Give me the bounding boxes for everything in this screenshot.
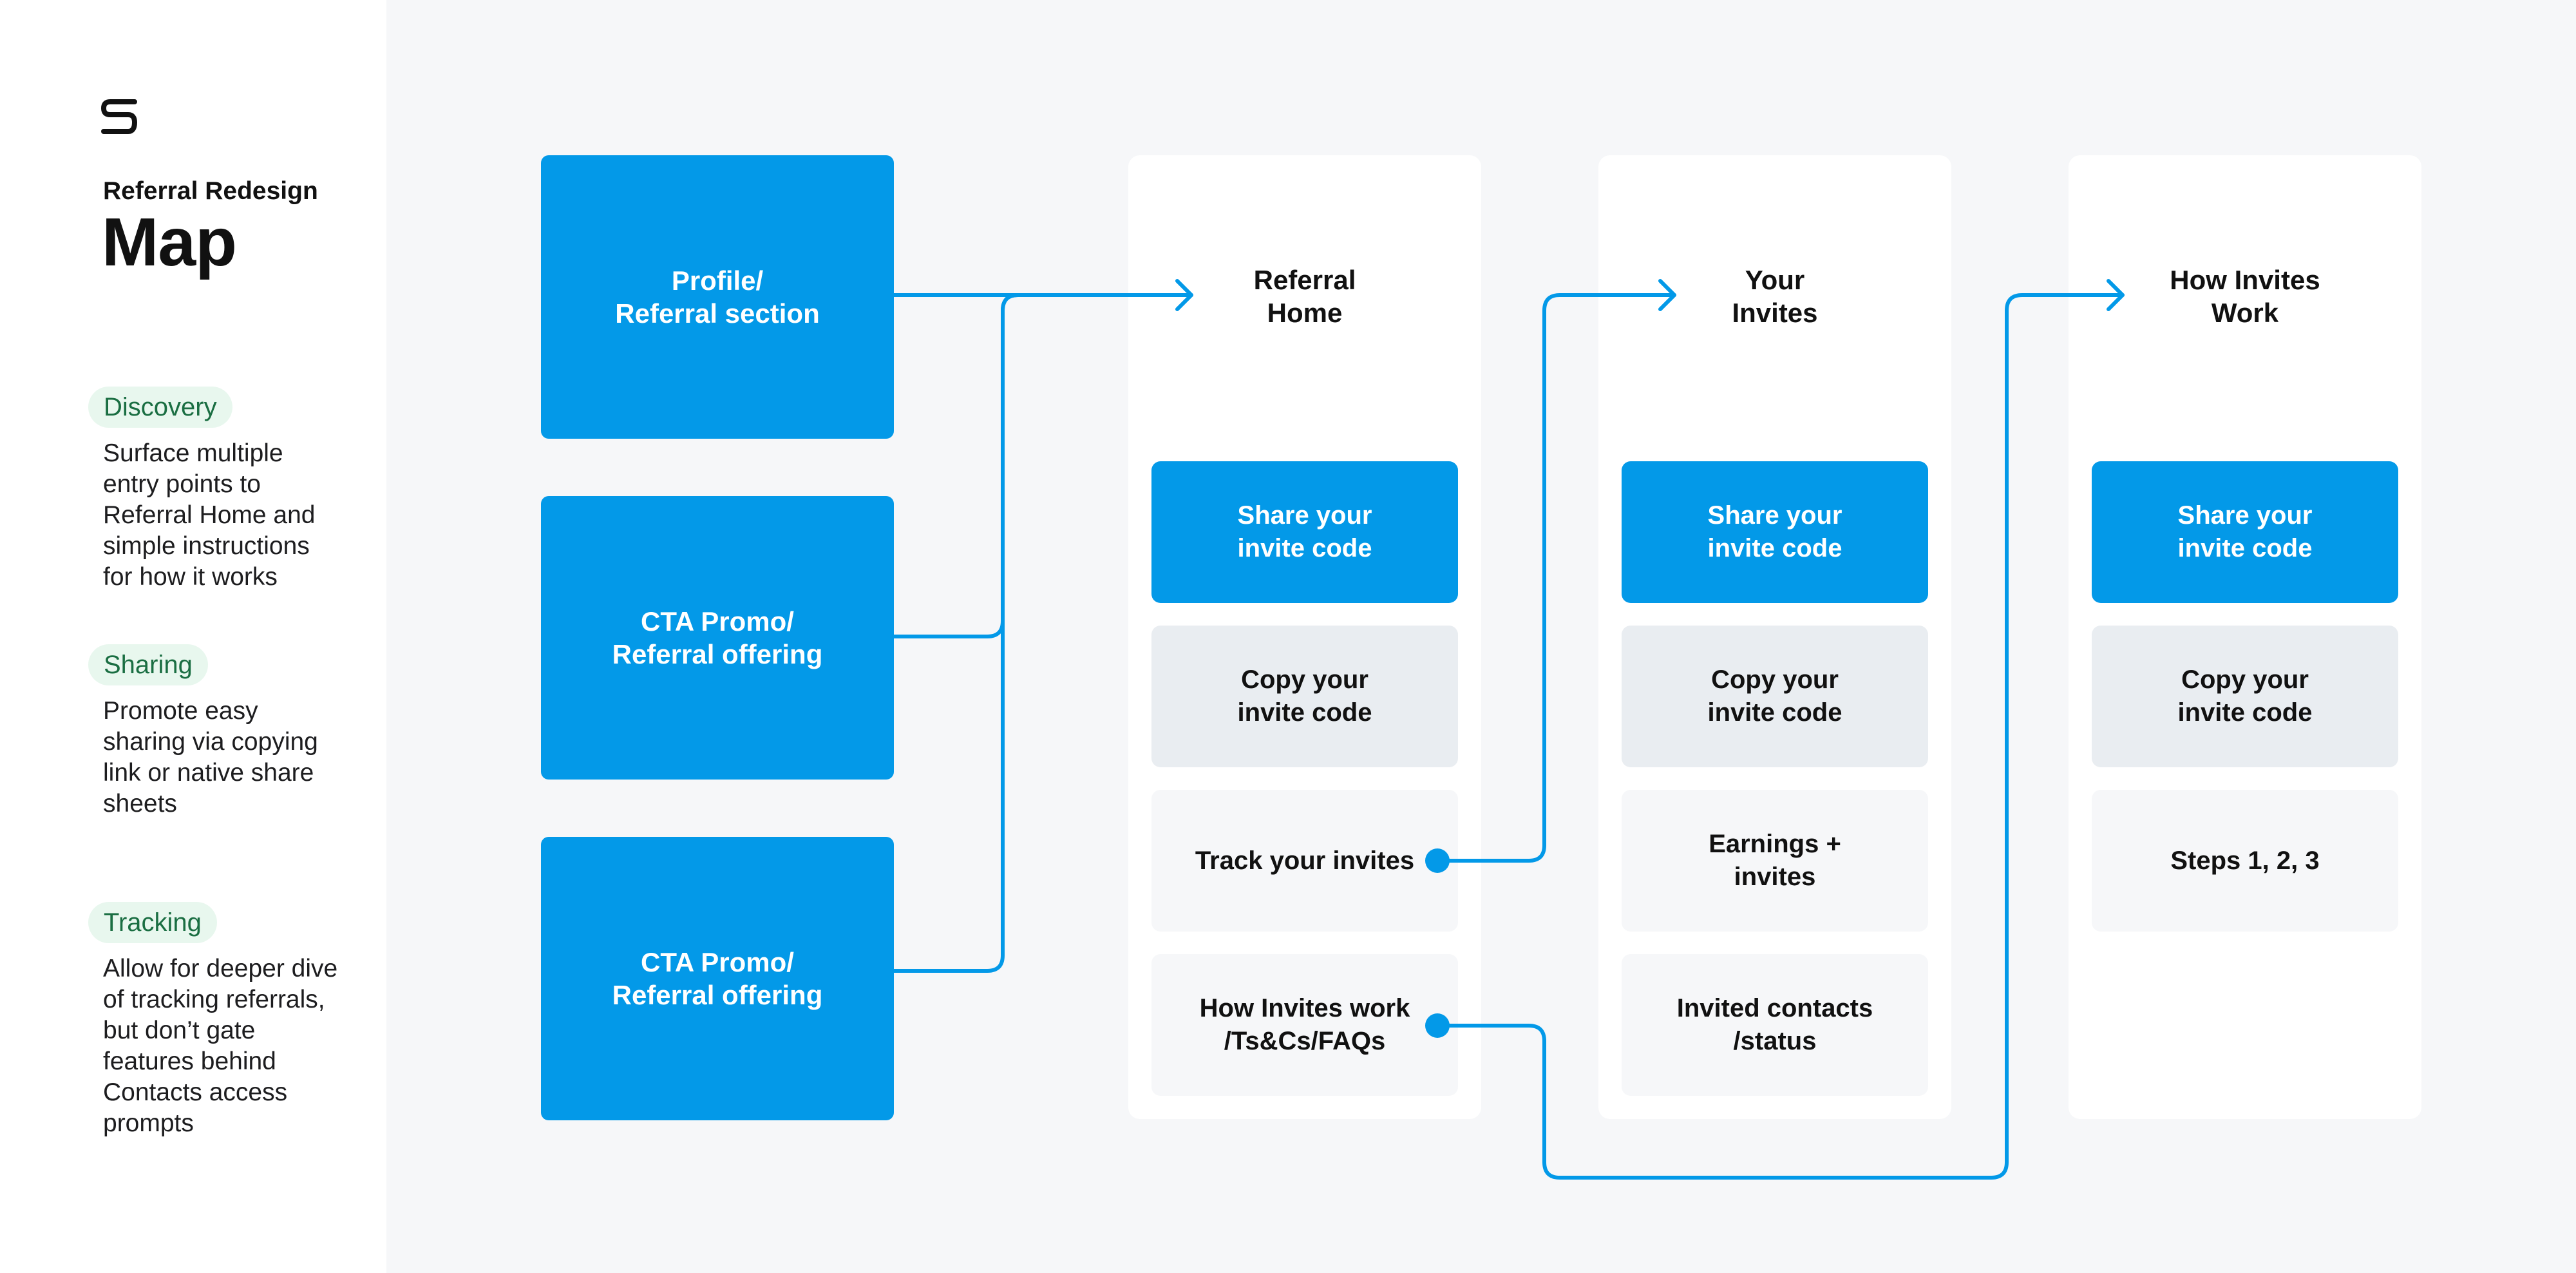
card-invited-contacts-status[interactable]: Invited contacts /status xyxy=(1622,954,1928,1096)
column-how-invites-work: How Invites Work Share your invite code … xyxy=(2069,155,2421,1119)
card-copy-invite-code[interactable]: Copy your invite code xyxy=(1151,626,1458,767)
card-share-invite-code[interactable]: Share your invite code xyxy=(1622,461,1928,603)
card-share-invite-code[interactable]: Share your invite code xyxy=(2092,461,2398,603)
column-title-how-invites-work: How Invites Work xyxy=(2170,264,2320,328)
source-cta-promo-2[interactable]: CTA Promo/ Referral offering xyxy=(541,837,894,1120)
source-profile-referral-section[interactable]: Profile/ Referral section xyxy=(541,155,894,439)
brand-logo-icon xyxy=(100,97,138,138)
map-subtitle: Referral Redesign xyxy=(103,177,318,205)
column-referral-home: Referral Home Share your invite code Cop… xyxy=(1128,155,1481,1119)
sharing-pill: Sharing xyxy=(88,644,208,685)
card-copy-invite-code[interactable]: Copy your invite code xyxy=(2092,626,2398,767)
card-track-invites[interactable]: Track your invites xyxy=(1151,790,1458,932)
discovery-pill: Discovery xyxy=(88,387,232,428)
sharing-description: Promote easy sharing via copying link or… xyxy=(103,697,318,818)
tracking-pill: Tracking xyxy=(88,902,217,943)
card-how-invites-work[interactable]: How Invites work /Ts&Cs/FAQs xyxy=(1151,954,1458,1096)
map-title: Map xyxy=(102,204,237,280)
sidebar: Referral Redesign Map Discovery Surface … xyxy=(0,0,386,1273)
card-steps[interactable]: Steps 1, 2, 3 xyxy=(2092,790,2398,932)
tracking-description: Allow for deeper dive of tracking referr… xyxy=(103,955,338,1137)
source-cta-promo-1[interactable]: CTA Promo/ Referral offering xyxy=(541,496,894,780)
column-your-invites: Your Invites Share your invite code Copy… xyxy=(1598,155,1951,1119)
discovery-description: Surface multiple entry points to Referra… xyxy=(103,439,316,591)
card-copy-invite-code[interactable]: Copy your invite code xyxy=(1622,626,1928,767)
column-title-referral-home: Referral Home xyxy=(1253,264,1356,328)
card-share-invite-code[interactable]: Share your invite code xyxy=(1151,461,1458,603)
card-earnings-invites[interactable]: Earnings + invites xyxy=(1622,790,1928,932)
column-title-your-invites: Your Invites xyxy=(1732,264,1818,328)
